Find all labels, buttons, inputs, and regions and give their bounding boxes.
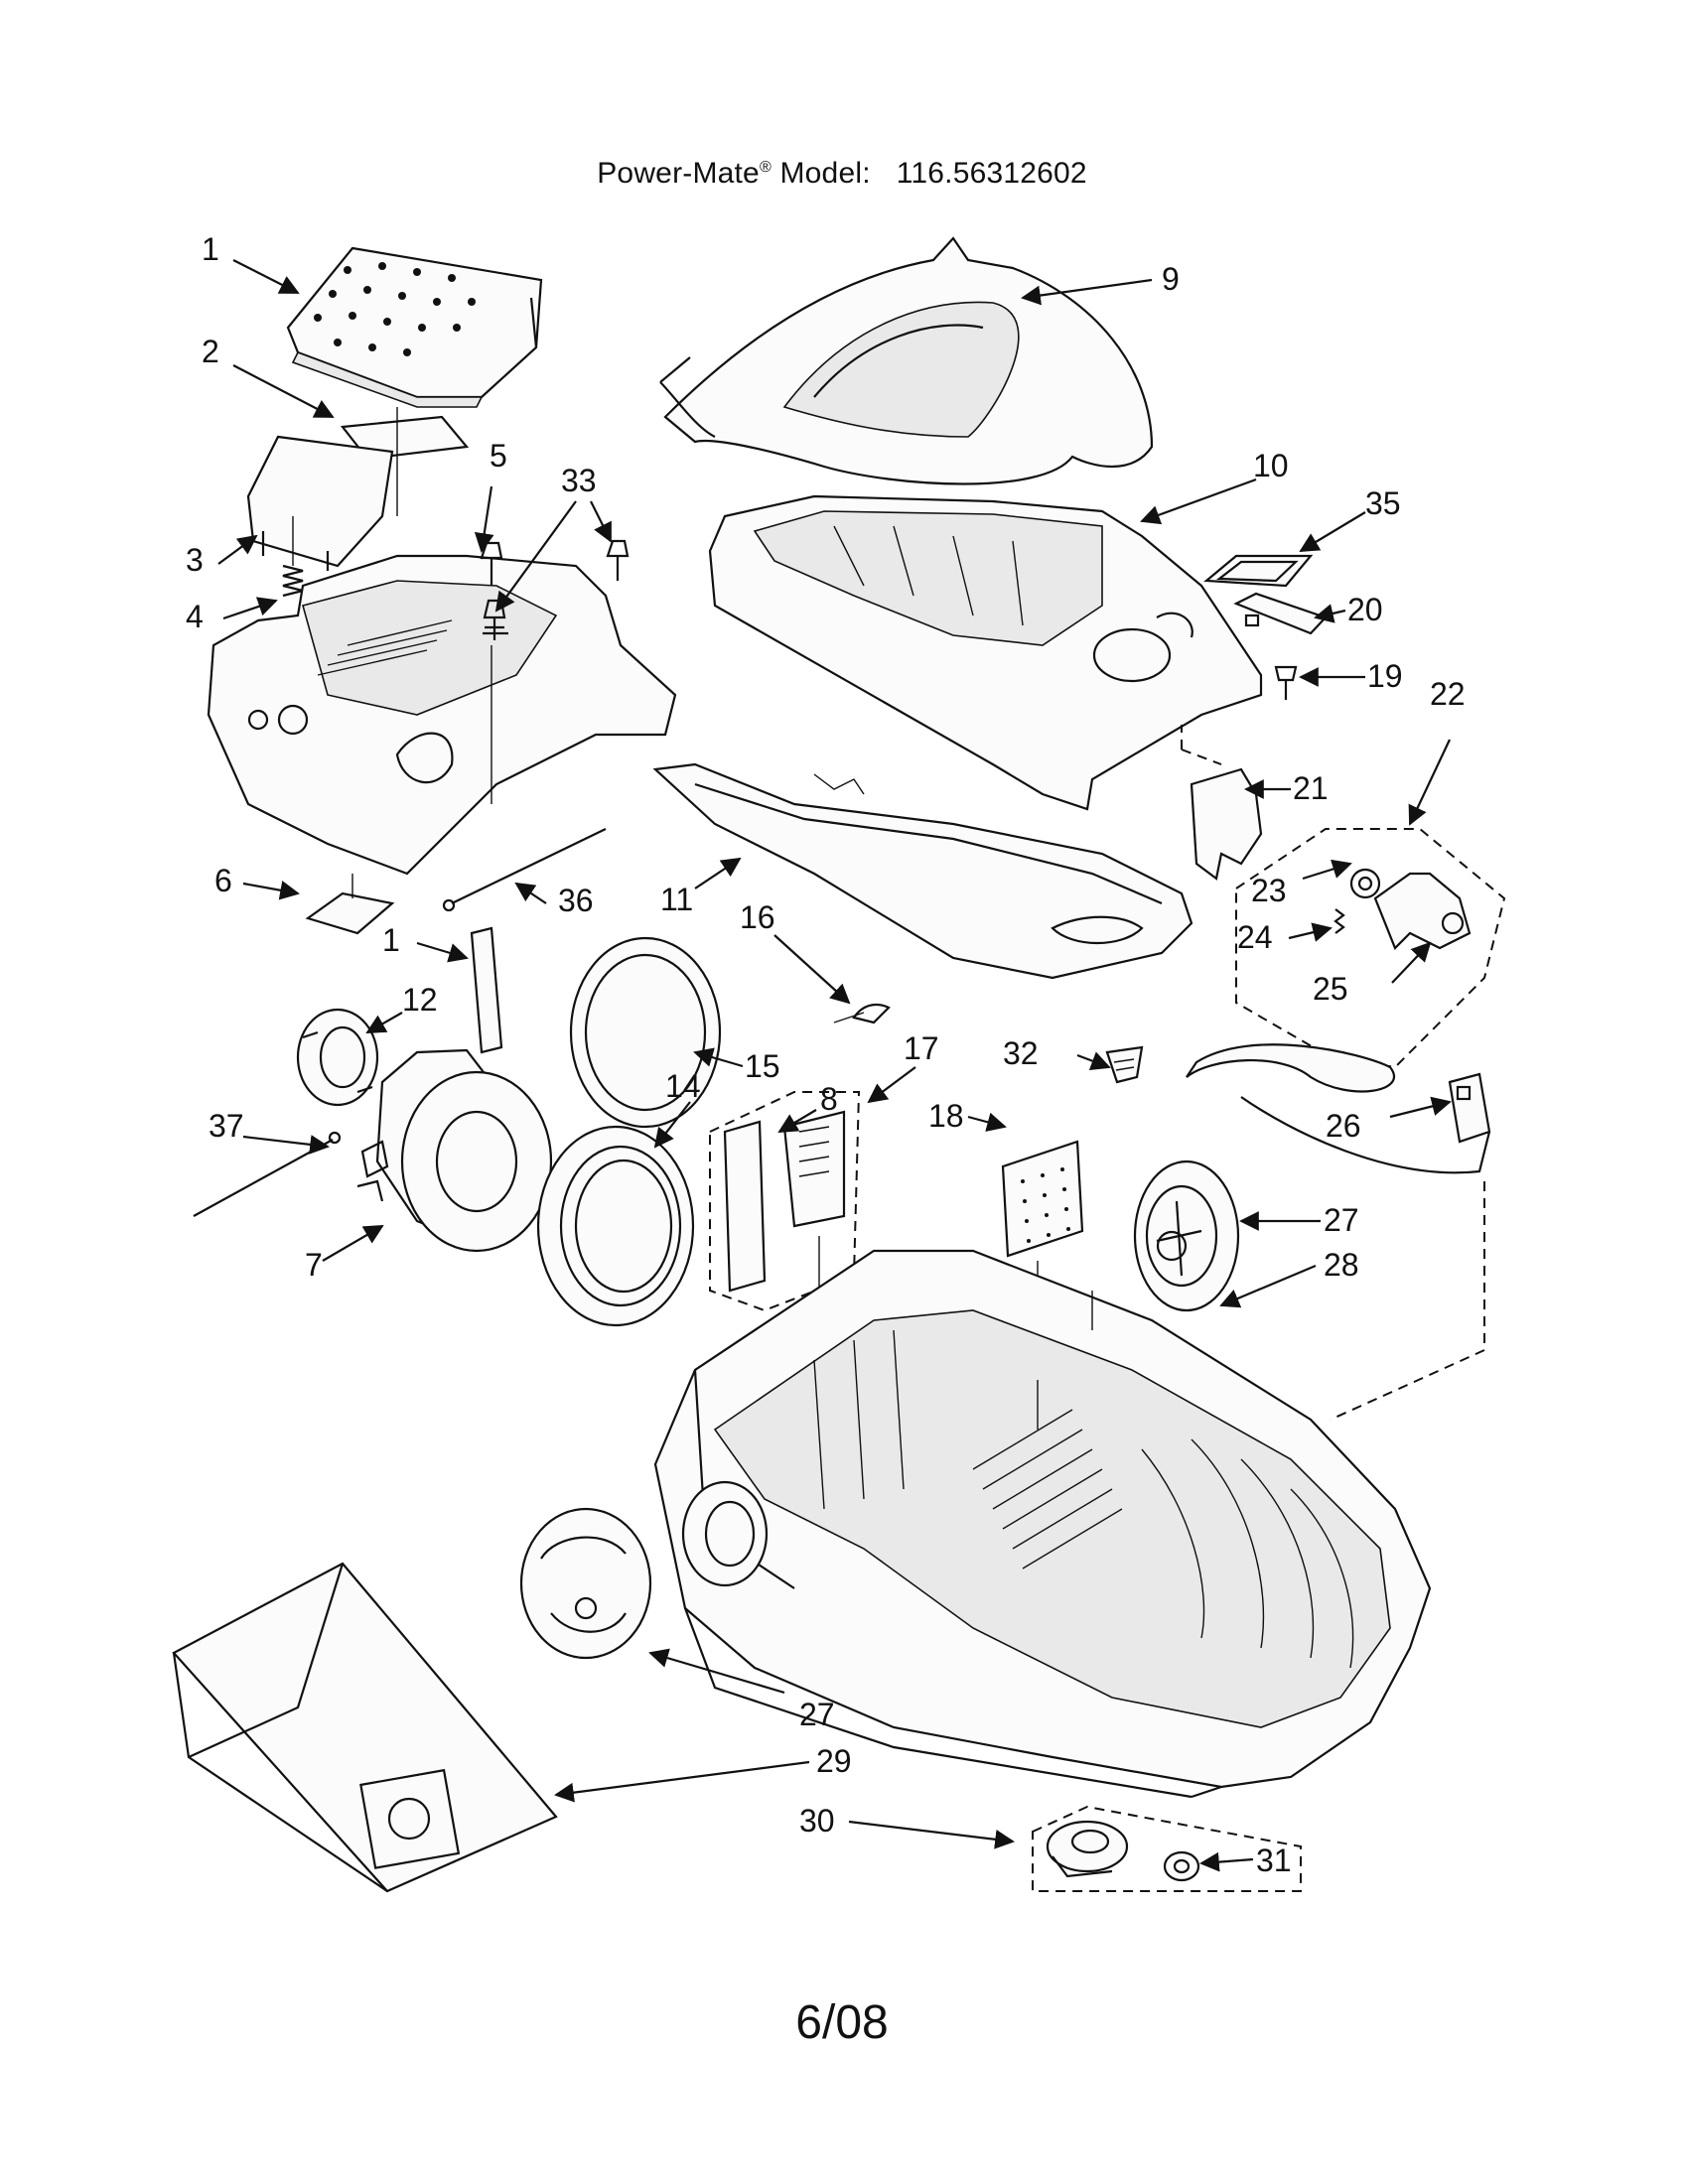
part-19-screw: [1274, 665, 1298, 700]
callout-31: 31: [1256, 1843, 1292, 1878]
registered-mark: ®: [759, 159, 772, 176]
callout-29: 29: [816, 1743, 852, 1779]
part-16-clip: [833, 1003, 891, 1024]
callout-2: 2: [202, 334, 219, 369]
part-1-strip: [470, 926, 503, 1054]
callout-24: 24: [1237, 919, 1273, 955]
part-30-caster: [1032, 1805, 1302, 1892]
callout-12: 12: [402, 982, 438, 1018]
callout-17: 17: [904, 1030, 939, 1066]
callout-27b: 27: [799, 1697, 835, 1732]
callout-19: 19: [1367, 658, 1403, 694]
callout-30: 30: [799, 1803, 835, 1839]
callout-1: 1: [202, 231, 219, 267]
callout-4: 4: [186, 599, 204, 634]
date-code: 6/08: [795, 1996, 889, 2049]
callout-18: 18: [928, 1098, 964, 1134]
part-5-motor-housing: [207, 554, 677, 876]
model-label: Model:: [779, 157, 871, 190]
callout-36: 36: [558, 883, 594, 918]
callout-11: 11: [660, 882, 693, 917]
part-31-roller: [1163, 1850, 1200, 1882]
part-15-gasket: [569, 936, 722, 1129]
part-10-top-housing: [708, 494, 1263, 811]
part-7-motor: [356, 1048, 553, 1253]
brand-name: Power-Mate: [597, 157, 760, 190]
part-29-dust-bag: [172, 1562, 558, 1893]
callout-9: 9: [1162, 261, 1180, 297]
part-9-top-cover: [659, 236, 1154, 485]
diagram-header: Power-Mate® Model: 116.56312602: [0, 157, 1684, 191]
callout-27a: 27: [1324, 1202, 1359, 1238]
callout-10: 10: [1253, 448, 1289, 483]
part-3-door: [246, 435, 394, 571]
callout-6: 6: [214, 863, 232, 898]
callout-7: 7: [305, 1247, 323, 1283]
callout-26: 26: [1326, 1108, 1361, 1144]
part-26-power-cord: [1186, 1043, 1491, 1421]
callout-33: 33: [561, 463, 597, 498]
leader-lines: [217, 259, 1452, 1872]
callout-35: 35: [1365, 485, 1401, 521]
part-17-filter-set: [709, 1091, 861, 1410]
part-27-wheel-upper: [1133, 1160, 1240, 1312]
callout-37: 37: [209, 1108, 244, 1144]
part-22-assembly: [1235, 828, 1506, 1069]
part-14-seal: [536, 1125, 695, 1327]
callout-16: 16: [740, 899, 775, 935]
callout-3: 3: [186, 542, 204, 578]
callout-21: 21: [1293, 770, 1329, 806]
callout-15: 15: [745, 1048, 780, 1084]
part-35-gasket: [1203, 554, 1314, 588]
part-11-bumper: [652, 762, 1193, 980]
callout-23: 23: [1251, 873, 1287, 908]
callout-22: 22: [1430, 676, 1466, 712]
callout-14: 14: [665, 1068, 701, 1104]
callout-5: 5: [490, 438, 507, 474]
part-32-nut: [1105, 1045, 1144, 1084]
part-21-bracket: [1181, 725, 1263, 881]
part-27-wheel-lower: [519, 1507, 652, 1660]
part-28-base: [653, 1249, 1432, 1799]
part-12-mount: [296, 1008, 379, 1107]
part-1-grill-cover: [286, 246, 543, 408]
callout-8: 8: [820, 1081, 838, 1117]
part-20-latch: [1233, 592, 1328, 635]
part-36-pin: [442, 828, 607, 912]
callout-32: 32: [1003, 1035, 1039, 1071]
callout-labels: 1 2 3 4 5 33 9 10 35 20 19 22 21 23 24 2…: [186, 231, 1466, 1878]
part-6-filter: [305, 874, 395, 935]
callout-25: 25: [1313, 971, 1348, 1007]
callout-1b: 1: [382, 922, 400, 958]
model-number: 116.56312602: [896, 157, 1087, 190]
callout-20: 20: [1347, 592, 1383, 627]
callout-28: 28: [1324, 1247, 1359, 1283]
